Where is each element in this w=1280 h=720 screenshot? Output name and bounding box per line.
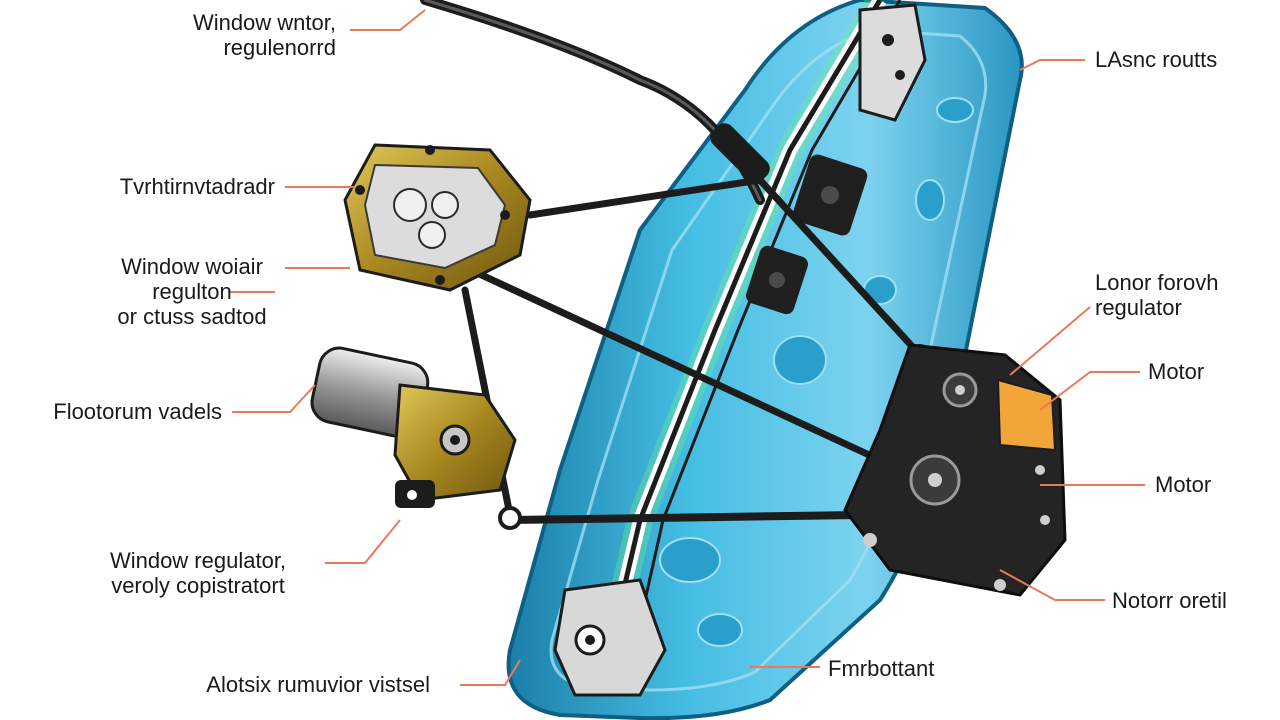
- label-window-regulator-velocity: Window regulator, veroly copistratort: [109, 548, 287, 598]
- guide-rail: [587, 0, 902, 693]
- right-motor-unit: [843, 343, 1067, 597]
- label-frmbottant: Fmrbottant: [828, 656, 935, 681]
- leader-line: [232, 384, 316, 413]
- leader-line: [1019, 59, 1085, 71]
- leader-line: [325, 519, 401, 564]
- label-window-regulator-cross: Window woiair regulton or ctuss sadtod: [117, 254, 267, 329]
- leader-line: [1039, 371, 1140, 411]
- lower-carriage: [553, 578, 667, 697]
- upper-carriage: [858, 3, 927, 122]
- pivot-joint: [498, 506, 522, 530]
- label-floor-vehicle: Flootorum vadels: [53, 399, 222, 424]
- door-panel-inner-rim: [549, 28, 988, 692]
- label-motor-mid: Motor: [1155, 472, 1212, 497]
- label-elastic-mounts: LAsnc routts: [1095, 47, 1218, 72]
- label-abstr-runner-vistsel: Alotsix rumuvior vistsel: [206, 672, 430, 697]
- leader-lines: [230, 9, 1145, 686]
- panel-dimple: [773, 335, 827, 385]
- panel-dimple: [697, 613, 743, 647]
- label-lower-regulator: Lonor forovh regulator: [1095, 270, 1219, 320]
- label-motor-oretil: Notorr oretil: [1112, 588, 1227, 613]
- left-motor: [310, 346, 517, 508]
- leader-line: [1009, 306, 1091, 376]
- label-transmission-bracket: Tvrhtirnvtadradr: [119, 174, 275, 199]
- leader-line: [460, 659, 521, 686]
- panel-dimple: [659, 537, 721, 583]
- panel-dimple: [936, 97, 974, 123]
- leader-line: [350, 9, 426, 31]
- label-motor-top: Motor: [1148, 359, 1205, 384]
- leader-line: [999, 569, 1105, 601]
- label-window-motor-regulator: Window wntor, regulenorrd: [192, 10, 336, 60]
- gear-regulator: [343, 143, 532, 292]
- cable-sleeve: [710, 123, 770, 183]
- panel-dimple: [915, 179, 945, 221]
